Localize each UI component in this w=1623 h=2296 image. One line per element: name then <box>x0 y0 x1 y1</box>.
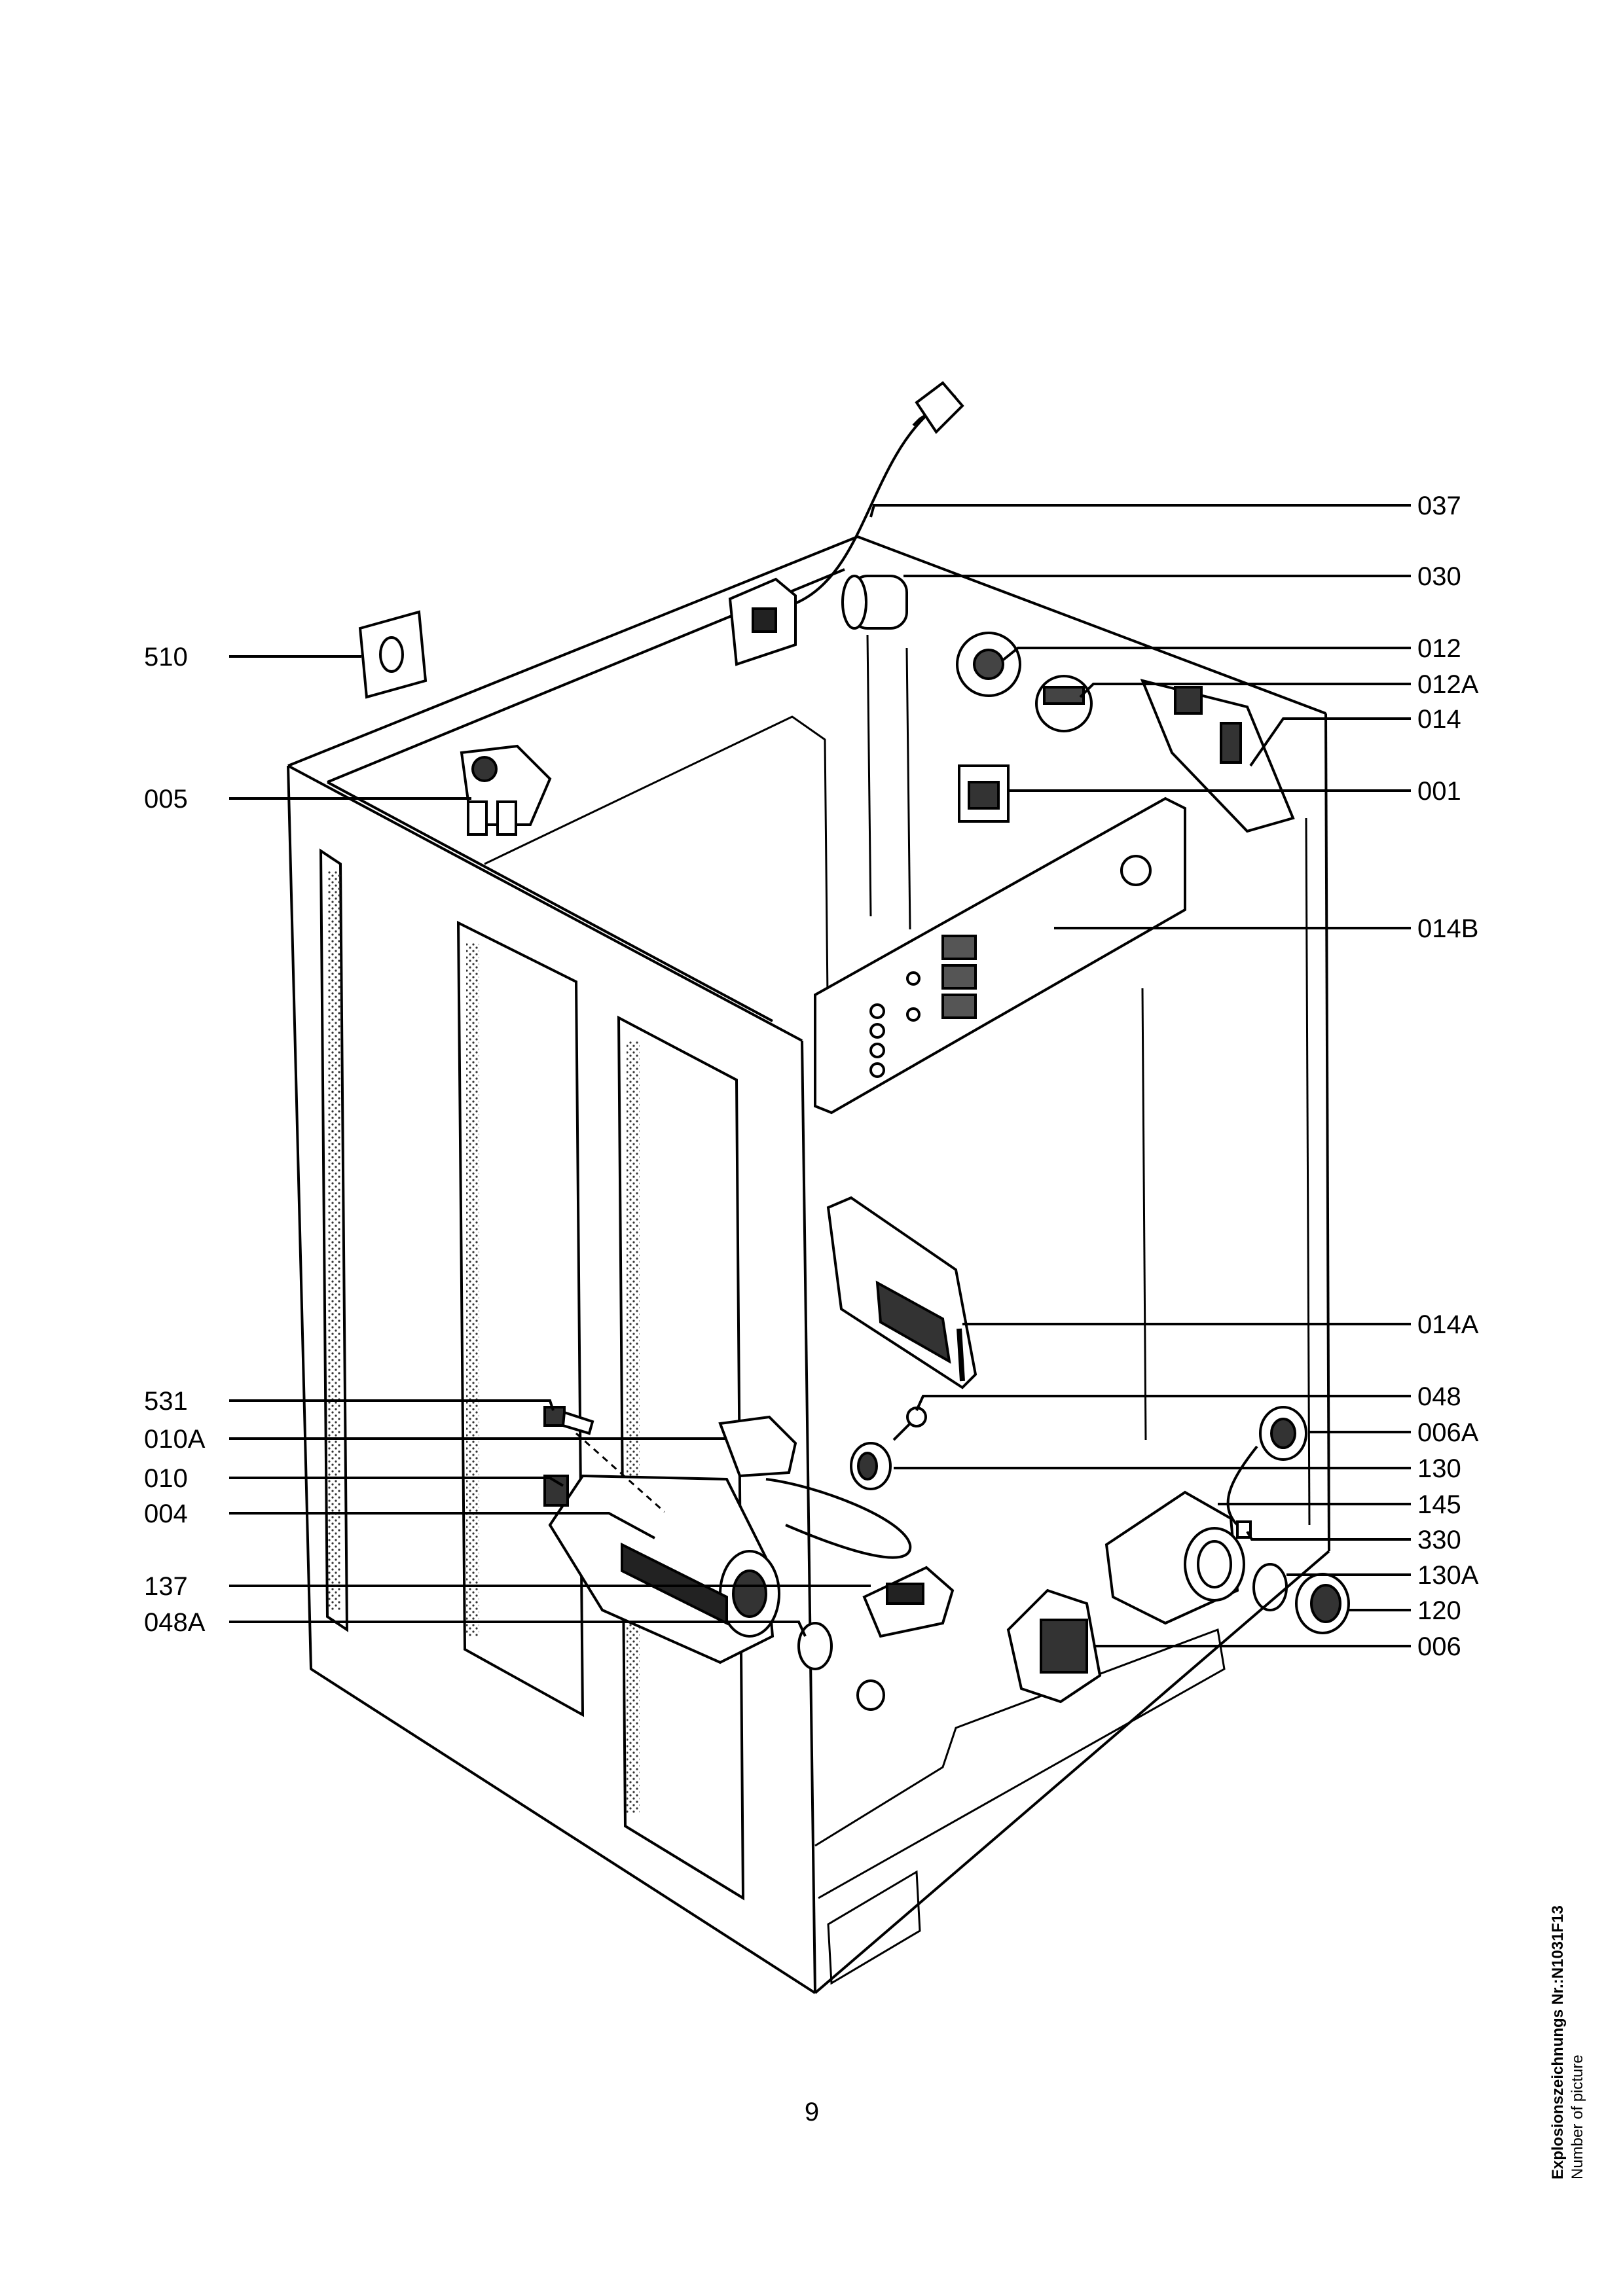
leader-330 <box>1246 1530 1411 1541</box>
screw-531 <box>543 1406 665 1513</box>
leader-lines <box>229 504 1411 1647</box>
tank-sensor-130 <box>850 1442 892 1490</box>
callout-048: 048 <box>1417 1382 1461 1411</box>
callout-006: 006 <box>1417 1632 1461 1661</box>
callout-330: 330 <box>1417 1526 1461 1554</box>
rear-vertical-line-1 <box>866 634 872 917</box>
pressure-switch-012A <box>1035 675 1093 732</box>
cabinet-top-inner-front <box>327 781 773 1022</box>
base-recess <box>827 1870 921 1985</box>
interference-filter <box>728 577 797 666</box>
callout-048A: 048A <box>144 1608 206 1637</box>
drain-pump-006 <box>1006 1588 1102 1704</box>
cabinet-top-front-edge <box>287 764 803 1042</box>
callout-120: 120 <box>1417 1596 1461 1625</box>
callout-145: 145 <box>1417 1490 1461 1519</box>
terminal-block-001 <box>958 764 1010 823</box>
rear-vertical-line-2 <box>905 647 911 930</box>
callout-014A: 014A <box>1417 1310 1479 1339</box>
cabinet-left-outer-edge <box>287 765 816 1994</box>
pressure-switch-012 <box>956 632 1021 697</box>
door-lock-bracket-014 <box>1140 679 1295 833</box>
page-number: 9 <box>804 2098 820 2126</box>
leader-012 <box>1000 647 1411 662</box>
control-panel-014B <box>814 797 1186 1115</box>
callout-006A: 006A <box>1417 1418 1479 1447</box>
motor-004 <box>543 1474 780 1664</box>
callout-010: 010 <box>144 1464 188 1493</box>
rear-vertical-line-4 <box>1305 817 1311 1526</box>
leader-004 <box>229 1512 655 1539</box>
brush-048A <box>797 1622 885 1711</box>
callout-010A: 010A <box>144 1425 206 1454</box>
heating-element-010A <box>718 1415 912 1559</box>
cabinet-right-vertical-edge <box>1324 713 1330 1552</box>
leader-048 <box>915 1395 1411 1411</box>
o-ring-130A <box>1252 1563 1288 1611</box>
callout-531: 531 <box>144 1387 188 1416</box>
drawing-number-title: Explosionszeichnungs Nr.:N1031F13 <box>1549 1905 1567 2179</box>
callout-014: 014 <box>1417 705 1461 734</box>
callout-014B: 014B <box>1417 914 1478 943</box>
cabinet-frame <box>287 535 1330 1994</box>
electronic-module-014A <box>826 1196 977 1390</box>
sensor-048 <box>892 1407 927 1441</box>
cabinet-front-vertical-edge <box>801 1040 816 1994</box>
drawing-number-caption: Explosionszeichnungs Nr.:N1031F13 Number… <box>1548 1787 1607 2179</box>
cabinet-top-opening <box>484 715 830 1061</box>
callout-030: 030 <box>1417 562 1461 591</box>
dot-shading-3 <box>627 1041 640 1813</box>
leader-014 <box>1249 717 1411 767</box>
callout-004: 004 <box>144 1499 188 1528</box>
leader-048A <box>229 1621 807 1637</box>
callout-012: 012 <box>1417 634 1461 663</box>
filter-120 <box>1295 1573 1350 1634</box>
left-panel-rib-1 <box>456 920 585 1717</box>
callout-037: 037 <box>1417 492 1461 520</box>
pump-part-006A <box>1226 1406 1307 1526</box>
rear-vertical-line-3 <box>1141 988 1147 1441</box>
leader-531 <box>229 1399 555 1411</box>
callout-005: 005 <box>144 785 188 814</box>
water-valve-005 <box>460 744 552 836</box>
leader-010 <box>229 1477 564 1487</box>
dot-shading-2 <box>466 942 479 1636</box>
cabinet-top-left-edge <box>287 535 858 767</box>
callout-510: 510 <box>144 643 188 672</box>
pump-housing-145 <box>1104 1490 1245 1625</box>
drawing-number-subtitle: Number of picture <box>1569 2054 1586 2179</box>
mains-cable-037 <box>778 381 964 610</box>
callout-130: 130 <box>1417 1454 1461 1483</box>
leader-037 <box>869 504 1411 518</box>
callout-137: 137 <box>144 1572 188 1601</box>
leader-012A <box>1079 683 1411 698</box>
cabinet-bottom-right-edge <box>814 1550 1330 1994</box>
sensor-137 <box>862 1566 955 1638</box>
callout-012A: 012A <box>1417 670 1479 699</box>
callout-001: 001 <box>1417 777 1461 806</box>
dot-shading-1 <box>327 870 340 1610</box>
capacitor-030 <box>841 575 908 630</box>
callout-labels: 037 030 012 012A 014 001 014B 014A 048 0… <box>144 492 1479 1661</box>
callout-130A: 130A <box>1417 1561 1479 1590</box>
left-side-panel-outline <box>319 848 349 1632</box>
grommet-510 <box>358 610 428 699</box>
